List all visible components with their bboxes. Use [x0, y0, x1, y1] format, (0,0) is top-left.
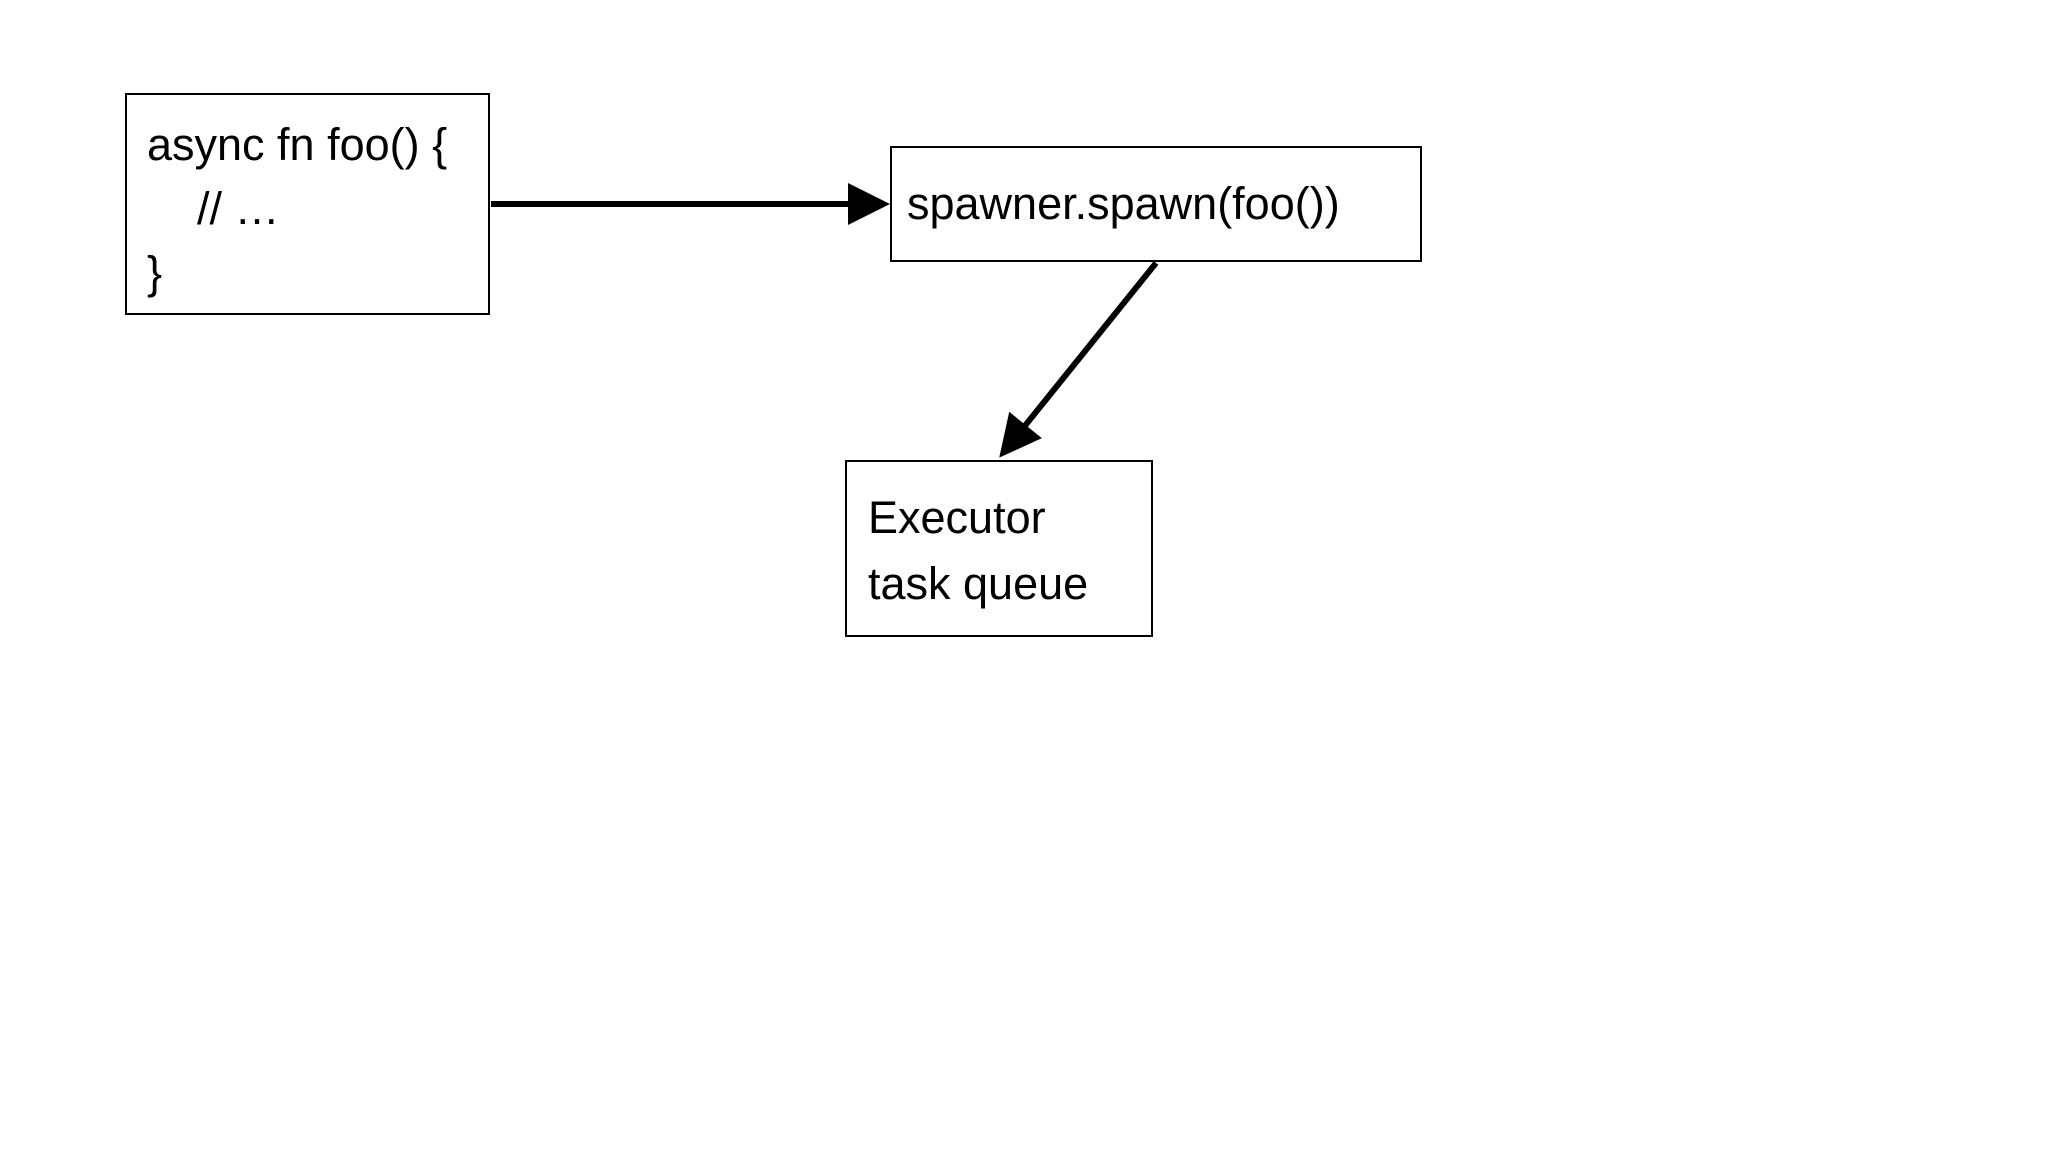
executor-task-queue-box: Executor task queue [845, 460, 1153, 637]
executor-label-line-2: task queue [868, 558, 1089, 609]
spawner-call-label: spawner.spawn(foo()) [907, 178, 1340, 229]
code-line-2: // … [147, 183, 280, 234]
executor-label-line-1: Executor [868, 492, 1046, 543]
spawner-call-box: spawner.spawn(foo()) [890, 146, 1422, 262]
code-line-3: } [147, 247, 163, 298]
code-line-1: async fn foo() { [147, 119, 448, 170]
arrow-spawner-to-executor [999, 261, 1159, 458]
async-fn-box: async fn foo() { // … } [125, 93, 490, 315]
